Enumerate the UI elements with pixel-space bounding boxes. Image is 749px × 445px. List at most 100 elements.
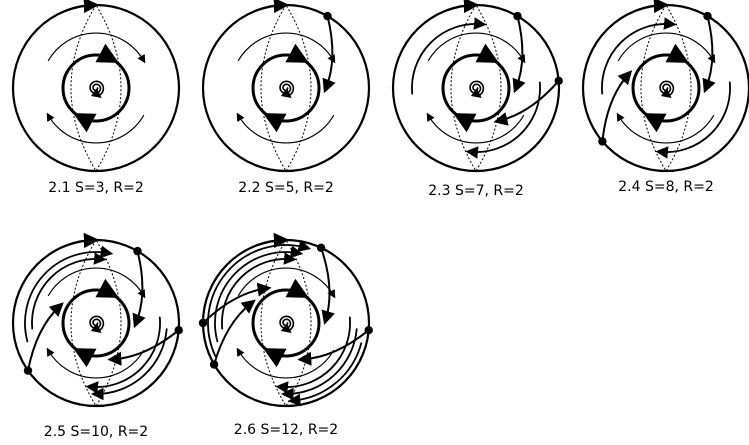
inner-flow-arrow-bottom (263, 348, 287, 368)
trajectory-left (601, 17, 677, 95)
equilibrium-point (23, 366, 33, 375)
inner-flow-arrow-top (95, 278, 119, 298)
middle-orbit-lower (46, 112, 145, 144)
middle-orbit-lower (236, 347, 335, 379)
middle-orbit-lower (236, 112, 335, 144)
trajectory-left (221, 252, 297, 330)
outer-circle (201, 3, 371, 173)
panel-2-2: 2.2 S=5, R=2 (201, 0, 371, 196)
outer-flow-arrow (66, 0, 100, 14)
equilibrium-point (133, 246, 142, 256)
equilibrium-point (316, 243, 326, 252)
middle-orbit-lower (616, 112, 715, 144)
separatrix-curve (27, 302, 64, 372)
outer-circle (11, 3, 181, 173)
spiral-arrow (280, 323, 292, 333)
middle-orbit-upper (617, 32, 716, 64)
inner-cycle (631, 53, 701, 123)
dotted-lens (260, 4, 312, 172)
trajectory-left (207, 239, 312, 357)
panel-2-1: 2.1 S=3, R=2 (11, 0, 181, 196)
equilibrium-point (513, 11, 522, 21)
inner-flow-arrow-bottom (73, 113, 97, 133)
equilibrium-point (174, 326, 183, 335)
panel-2-3: 2.3 S=7, R=2 (391, 0, 563, 199)
inner-cycle (61, 53, 131, 123)
inner-flow-arrow-top (285, 43, 309, 63)
inner-flow-arrow-top (285, 278, 309, 298)
dotted-lens (450, 4, 502, 172)
outer-circle (201, 238, 371, 408)
middle-orbit-upper (237, 32, 336, 64)
separatrix-curve (493, 79, 560, 126)
middle-orbit-lower (426, 112, 525, 144)
dotted-lens (260, 239, 312, 407)
separatrix-curve (297, 329, 370, 366)
equilibrium-point (364, 326, 373, 335)
equilibrium-point (598, 137, 607, 146)
separatrix-curve (132, 250, 146, 329)
trajectory-right (280, 328, 358, 401)
inner-cycle (61, 288, 131, 358)
middle-orbit-upper (47, 32, 146, 64)
equilibrium-point (323, 11, 332, 21)
trajectory-right (655, 81, 731, 159)
trajectory-right (90, 328, 168, 401)
inner-cycle (251, 53, 321, 123)
spiral-arrow (90, 323, 102, 333)
panel-caption: 2.6 S=12, R=2 (234, 422, 338, 438)
inner-flow-arrow-bottom (643, 113, 667, 133)
inner-flow-arrow-top (665, 43, 689, 63)
outer-flow-arrow (256, 0, 290, 14)
equilibrium-point (209, 360, 219, 369)
outer-flow-arrow (66, 232, 100, 249)
inner-flow-arrow-top (475, 43, 499, 63)
trajectory-left (24, 245, 114, 343)
panel-2-6: 2.6 S=12, R=2 (198, 232, 373, 438)
panel-caption: 2.5 S=10, R=2 (44, 424, 148, 440)
equilibrium-point (703, 11, 712, 21)
separatrix-curve (202, 282, 272, 324)
outer-flow-arrow (256, 232, 290, 249)
inner-cycle (441, 53, 511, 123)
panel-caption: 2.3 S=7, R=2 (428, 183, 524, 199)
panel-2-4: 2.4 S=8, R=2 (581, 0, 749, 195)
dotted-lens (70, 239, 122, 407)
spiral-arrow (470, 88, 482, 98)
dotted-lens (640, 4, 692, 172)
inner-flow-arrow-top (95, 43, 119, 63)
outer-flow-arrow (446, 0, 480, 14)
separatrix-curve (320, 246, 335, 325)
outer-circle (581, 3, 749, 173)
middle-orbit-upper (47, 267, 146, 299)
trajectory-left (31, 252, 107, 330)
panel-caption: 2.4 S=8, R=2 (618, 179, 714, 195)
trajectory-right (287, 342, 363, 407)
outer-circle (11, 238, 181, 408)
trajectory-left (411, 17, 487, 95)
inner-cycle (251, 288, 321, 358)
separatrix-curve (213, 299, 256, 366)
dotted-lens (70, 4, 122, 172)
spiral-arrow (280, 88, 292, 98)
separatrix-curve (322, 15, 336, 94)
separatrix-curve (702, 15, 716, 94)
middle-orbit-lower (46, 347, 145, 379)
outer-circle (391, 3, 561, 173)
spiral-arrow (660, 88, 672, 98)
trajectory-right (275, 316, 351, 394)
spiral-arrow (90, 88, 102, 98)
trajectory-right (85, 316, 161, 394)
trajectory-left (214, 245, 304, 343)
equilibrium-point (198, 318, 208, 328)
inner-flow-arrow-bottom (453, 113, 477, 133)
middle-orbit-upper (427, 32, 526, 64)
panel-caption: 2.1 S=3, R=2 (48, 180, 144, 196)
separatrix-curve (601, 70, 633, 143)
inner-flow-arrow-bottom (263, 113, 287, 133)
outer-flow-arrow (636, 0, 670, 14)
panel-2-5: 2.5 S=10, R=2 (11, 232, 183, 440)
middle-orbit-upper (237, 267, 336, 299)
trajectory-right (465, 81, 541, 159)
